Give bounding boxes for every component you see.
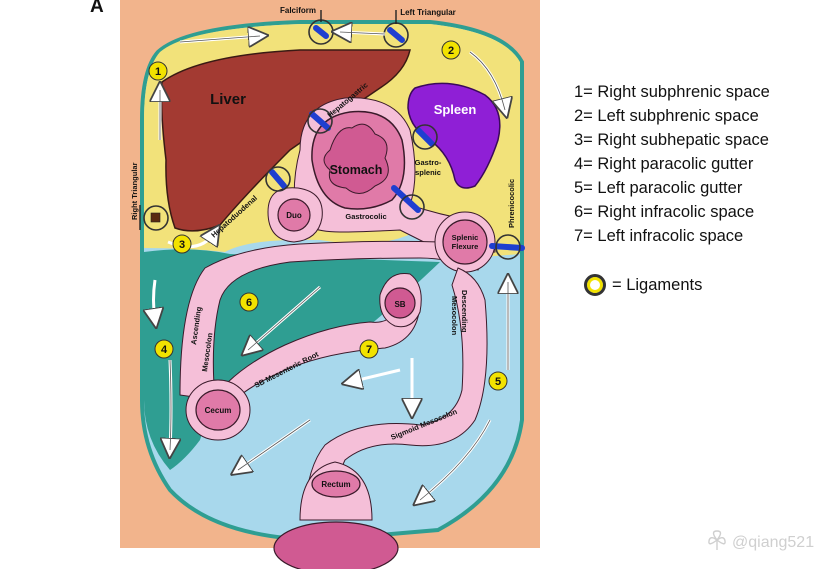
space-number-2: 2	[448, 45, 454, 57]
gastrosplenic-label-2: splenic	[415, 168, 441, 177]
space-number-1: 1	[155, 66, 161, 78]
left-triangular-label: Left Triangular	[400, 8, 456, 17]
legend: 1= Right subphrenic space 2= Left subphr…	[574, 80, 824, 248]
legend-item-6: 6= Right infracolic space	[574, 203, 755, 221]
cecum-label: Cecum	[205, 406, 232, 415]
stomach-rugae	[323, 123, 389, 194]
descending-mesocolon-label-2: Mesocolon	[450, 296, 459, 336]
panel-letter: A	[90, 0, 104, 17]
rectum	[311, 470, 361, 498]
space-number-7: 7	[366, 344, 372, 356]
descending-mesocolon-label-1: Descending	[460, 290, 469, 333]
spleen	[407, 82, 501, 189]
ligament-bars	[269, 25, 525, 251]
cecum	[195, 389, 241, 431]
legend-item-7: 7= Left infracolic space	[574, 227, 744, 245]
space-number-markers: 1 2 3 4 5 6 7	[148, 40, 508, 391]
liver	[160, 49, 411, 232]
space-number-5: 5	[495, 376, 501, 388]
ligament-legend-label: = Ligaments	[612, 275, 703, 294]
gastrosplenic-label-1: Gastro-	[415, 158, 442, 167]
falciform-label: Falciform	[280, 6, 316, 15]
flow-arrow-outlines	[159, 31, 509, 501]
phrenicocolic-label: Phrenicocolic	[507, 179, 516, 228]
right-triangular-label: Right Triangular	[130, 162, 139, 220]
ligament-legend: = Ligaments	[584, 270, 702, 300]
flower-icon	[706, 529, 728, 556]
duodenum	[277, 198, 311, 232]
legend-item-1: 1= Right subphrenic space	[574, 83, 770, 101]
space-number-4: 4	[161, 344, 168, 356]
legend-item-5: 5= Left paracolic gutter	[574, 179, 743, 197]
splenic-flexure	[442, 219, 488, 265]
splenic-flexure-label-2: Flexure	[452, 242, 479, 251]
space-number-6: 6	[246, 297, 252, 309]
legend-item-3: 3= Right subhepatic space	[574, 131, 769, 149]
splenic-flexure-label-1: Splenic	[452, 233, 479, 242]
stomach-label: Stomach	[330, 163, 383, 177]
watermark: @qiang521	[706, 529, 814, 556]
gastrocolic-label: Gastrocolic	[345, 212, 386, 221]
watermark-text: @qiang521	[732, 533, 815, 551]
duo-label: Duo	[286, 211, 302, 220]
small-bowel	[384, 287, 416, 319]
legend-item-2: 2= Left subphrenic space	[574, 107, 759, 125]
legend-item-4: 4= Right paracolic gutter	[574, 155, 754, 173]
ligament-ring-icon	[584, 274, 606, 296]
spleen-label: Spleen	[434, 102, 477, 117]
sb-label: SB	[394, 300, 405, 309]
right-triangular-ligament	[150, 212, 161, 223]
space-number-3: 3	[179, 239, 185, 251]
liver-label: Liver	[210, 91, 246, 108]
bladder	[273, 521, 399, 569]
rectum-label: Rectum	[321, 480, 350, 489]
